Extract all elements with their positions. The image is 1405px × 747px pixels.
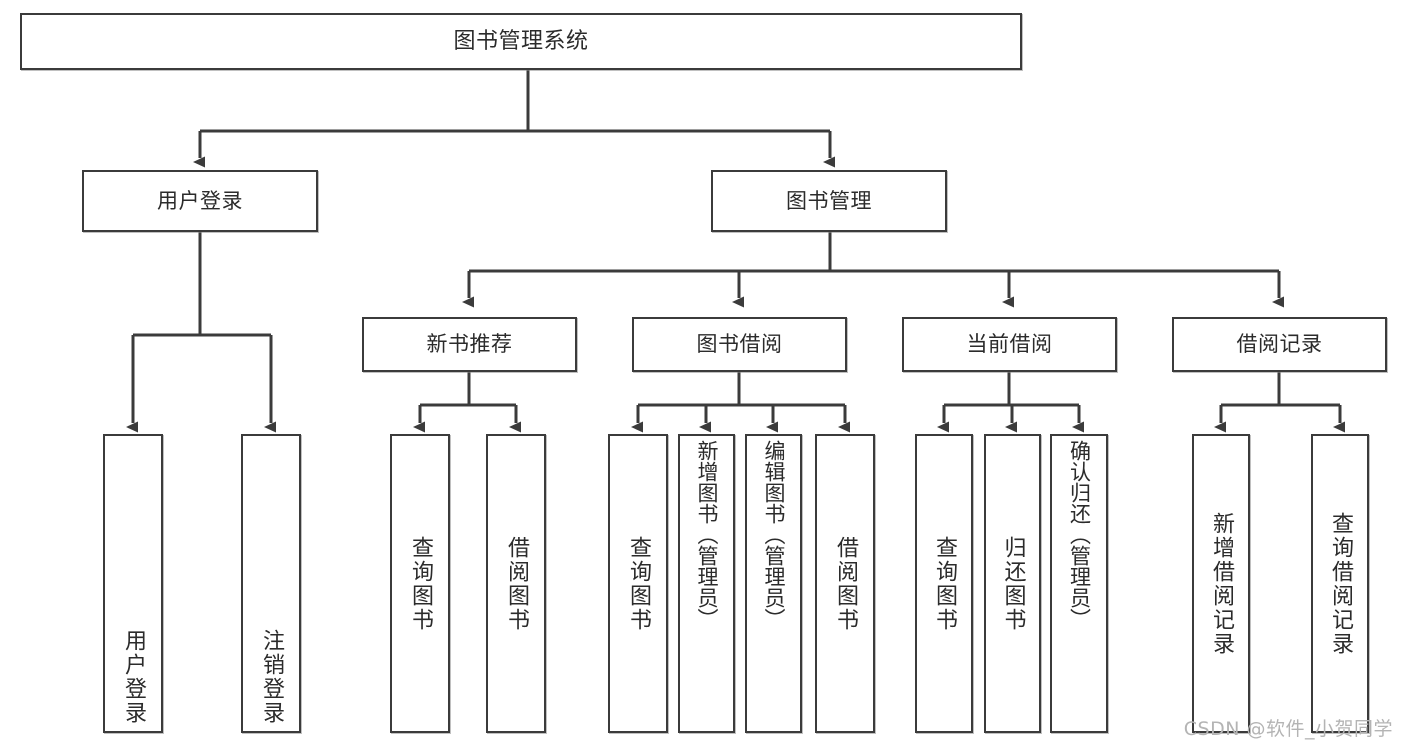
leaf-book-borrow-borrow-book[interactable]: 借阅图书 (815, 434, 875, 733)
node-current-borrow[interactable]: 当前借阅 (902, 317, 1117, 372)
node-label: 注销登录 (259, 629, 284, 725)
node-label: 图书借阅 (696, 332, 783, 357)
node-borrow-record[interactable]: 借阅记录 (1172, 317, 1387, 372)
node-label: 归还图书 (1000, 535, 1026, 632)
leaf-user-login-login[interactable]: 用户登录 (103, 434, 163, 733)
node-label: 图书管理 (786, 188, 872, 213)
node-user-login[interactable]: 用户登录 (82, 170, 318, 232)
node-label: 图书管理系统 (453, 28, 589, 54)
leaf-current-borrow-return-book[interactable]: 归还图书 (984, 434, 1041, 733)
node-label: 借阅记录 (1236, 332, 1323, 357)
node-label: 借阅图书 (833, 535, 858, 632)
leaf-book-borrow-edit-book-admin[interactable]: 编辑图书（管理员） (745, 434, 802, 733)
node-label: 确认归还（管理员） (1067, 440, 1092, 629)
node-label: 借阅图书 (504, 535, 529, 632)
leaf-book-borrow-query-book[interactable]: 查询图书 (608, 434, 668, 733)
leaf-current-borrow-query-book[interactable]: 查询图书 (915, 434, 973, 733)
leaf-book-borrow-add-book-admin[interactable]: 新增图书（管理员） (678, 434, 735, 733)
leaf-borrow-record-query-record[interactable]: 查询借阅记录 (1311, 434, 1369, 733)
node-label: 查询借阅记录 (1328, 511, 1353, 656)
node-label: 编辑图书（管理员） (762, 440, 786, 629)
node-label: 查询图书 (626, 535, 651, 632)
node-new-book-recommend[interactable]: 新书推荐 (362, 317, 577, 372)
node-label: 新增借阅记录 (1209, 511, 1234, 656)
node-book-borrow[interactable]: 图书借阅 (632, 317, 847, 372)
node-label: 用户登录 (121, 629, 146, 725)
node-label: 新书推荐 (426, 332, 513, 357)
node-label: 用户登录 (157, 188, 243, 213)
watermark-text: CSDN @软件_小贺同学 (1183, 718, 1393, 740)
node-label: 新增图书（管理员） (695, 440, 719, 629)
node-label: 查询图书 (932, 535, 957, 632)
node-root-book-management-system[interactable]: 图书管理系统 (20, 13, 1022, 70)
leaf-user-login-logout[interactable]: 注销登录 (241, 434, 301, 733)
leaf-new-book-query-book[interactable]: 查询图书 (390, 434, 450, 733)
leaf-borrow-record-add-record[interactable]: 新增借阅记录 (1192, 434, 1250, 733)
leaf-current-borrow-confirm-return-admin[interactable]: 确认归还（管理员） (1050, 434, 1108, 733)
node-label: 当前借阅 (966, 332, 1053, 357)
leaf-new-book-borrow-book[interactable]: 借阅图书 (486, 434, 546, 733)
node-label: 查询图书 (408, 535, 433, 632)
node-book-management[interactable]: 图书管理 (711, 170, 947, 232)
